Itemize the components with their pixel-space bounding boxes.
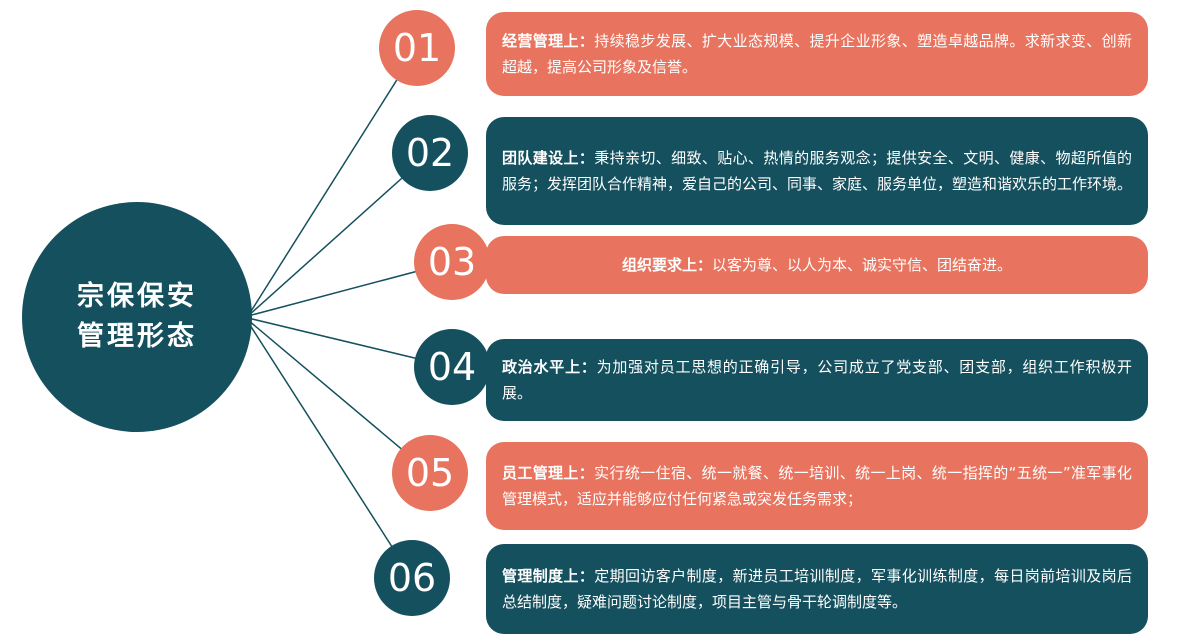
item-2-number: 02 — [405, 131, 455, 175]
item-5-box: 员工管理上：实行统一住宿、统一就餐、统一培训、统一上岗、统一指挥的“五统一”准军… — [486, 442, 1148, 530]
item-1-number: 01 — [392, 26, 442, 70]
item-3-number: 03 — [427, 240, 477, 284]
item-6-number-circle: 06 — [374, 540, 450, 616]
item-6-number: 06 — [387, 556, 437, 600]
central-hub: 宗保保安 管理形态 — [22, 202, 252, 432]
item-5-text: 员工管理上：实行统一住宿、统一就餐、统一培训、统一上岗、统一指挥的“五统一”准军… — [502, 460, 1132, 512]
item-1-label: 经营管理上： — [502, 32, 595, 50]
item-2-body: 秉持亲切、细致、贴心、热情的服务观念；提供安全、文明、健康、物超所值的服务；发挥… — [502, 149, 1133, 193]
item-2-text: 团队建设上：秉持亲切、细致、贴心、热情的服务观念；提供安全、文明、健康、物超所值… — [502, 145, 1132, 197]
item-3-box: 组织要求上：以客为尊、以人为本、诚实守信、团结奋进。 — [486, 236, 1148, 294]
hub-title-line2: 管理形态 — [77, 321, 197, 352]
item-6-box: 管理制度上：定期回访客户制度，新进员工培训制度，军事化训练制度，每日岗前培训及岗… — [486, 544, 1148, 634]
item-6-body: 定期回访客户制度，新进员工培训制度，军事化训练制度，每日岗前培训及岗后总结制度，… — [502, 567, 1132, 611]
item-1-body: 持续稳步发展、扩大业态规模、提升企业形象、塑造卓越品牌。求新求变、创新超越，提高… — [502, 32, 1132, 76]
item-3-body: 以客为尊、以人为本、诚实守信、团结奋进。 — [712, 256, 1013, 274]
item-4-text: 政治水平上：为加强对员工思想的正确引导，公司成立了党支部、团支部，组织工作积极开… — [502, 354, 1132, 406]
item-6-label: 管理制度上： — [502, 567, 595, 585]
item-2-label: 团队建设上： — [502, 149, 595, 167]
item-1-number-circle: 01 — [379, 10, 455, 86]
hub-title-line1: 宗保保安 — [77, 280, 197, 312]
item-5-number: 05 — [405, 451, 455, 495]
item-4-box: 政治水平上：为加强对员工思想的正确引导，公司成立了党支部、团支部，组织工作积极开… — [486, 339, 1148, 421]
item-4-number-circle: 04 — [414, 329, 490, 405]
item-4-number: 04 — [427, 345, 477, 389]
item-2-number-circle: 02 — [392, 115, 468, 191]
item-3-text: 组织要求上：以客为尊、以人为本、诚实守信、团结奋进。 — [502, 252, 1132, 278]
item-1-text: 经营管理上：持续稳步发展、扩大业态规模、提升企业形象、塑造卓越品牌。求新求变、创… — [502, 28, 1132, 80]
item-2-box: 团队建设上：秉持亲切、细致、贴心、热情的服务观念；提供安全、文明、健康、物超所值… — [486, 117, 1148, 225]
item-3-label: 组织要求上： — [621, 256, 712, 274]
item-6-text: 管理制度上：定期回访客户制度，新进员工培训制度，军事化训练制度，每日岗前培训及岗… — [502, 563, 1132, 615]
item-4-body: 为加强对员工思想的正确引导，公司成立了党支部、团支部，组织工作积极开展。 — [502, 358, 1132, 402]
item-5-label: 员工管理上： — [502, 464, 595, 482]
item-1-box: 经营管理上：持续稳步发展、扩大业态规模、提升企业形象、塑造卓越品牌。求新求变、创… — [486, 12, 1148, 96]
item-5-number-circle: 05 — [392, 435, 468, 511]
item-5-body: 实行统一住宿、统一就餐、统一培训、统一上岗、统一指挥的“五统一”准军事化管理模式… — [502, 464, 1132, 508]
item-3-number-circle: 03 — [414, 224, 490, 300]
item-4-label: 政治水平上： — [502, 358, 597, 376]
